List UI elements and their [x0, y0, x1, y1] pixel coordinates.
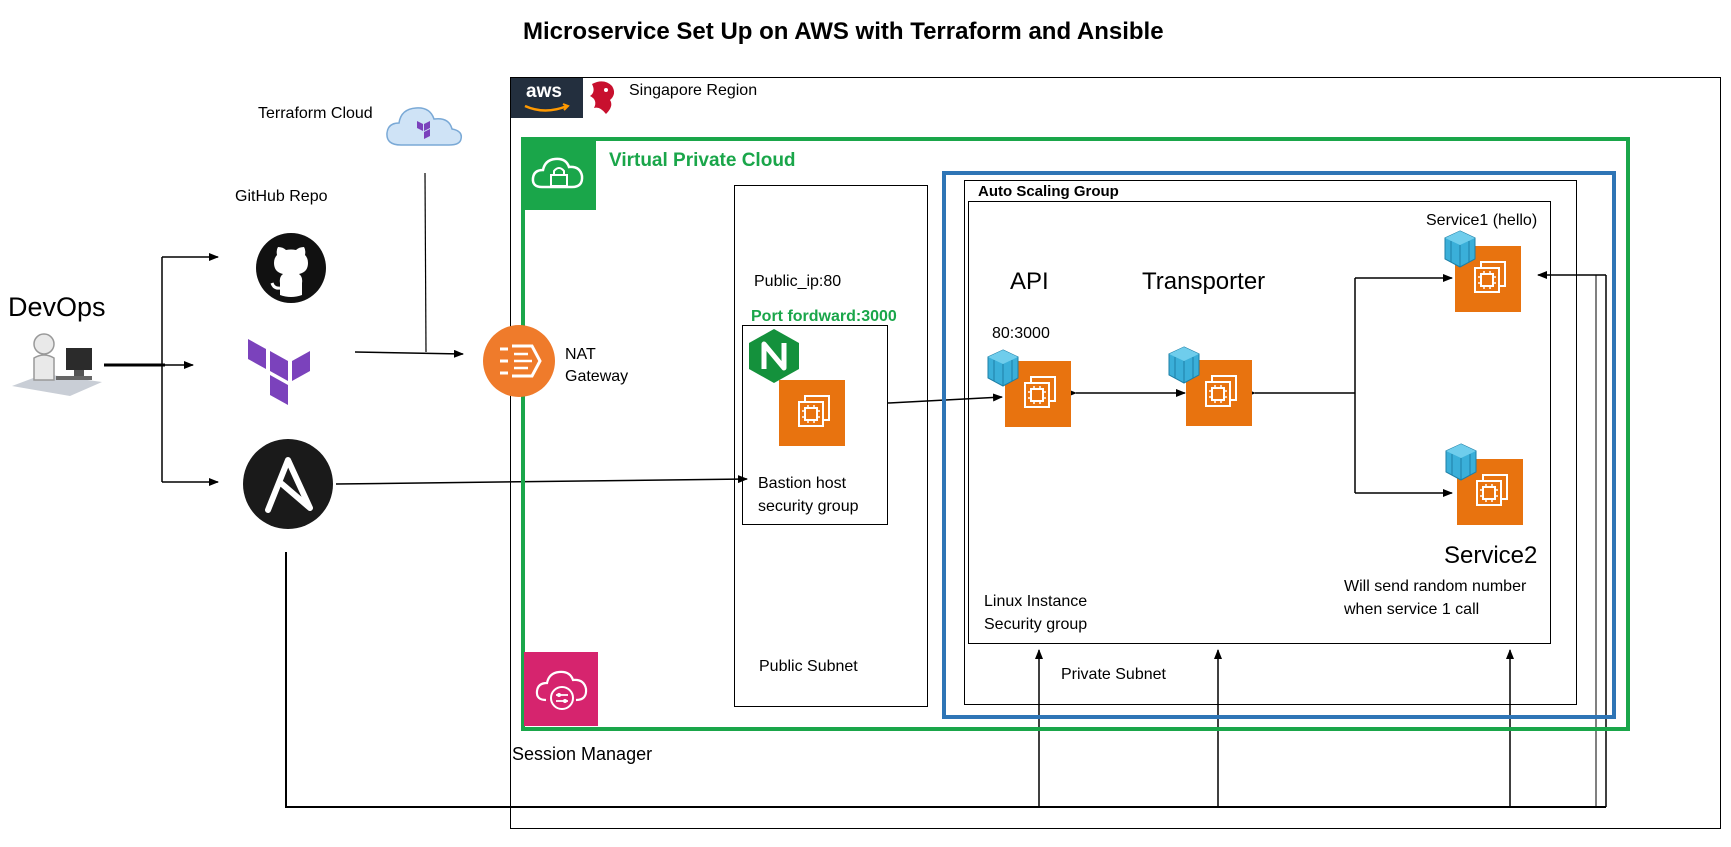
- linux-instance-box: [968, 201, 1551, 644]
- service2-label: Service2: [1444, 542, 1538, 569]
- nat-gateway-label-line1: NAT: [565, 346, 596, 363]
- port-forward-label: Port fordward:3000: [751, 308, 897, 325]
- aws-region-box: [510, 77, 1721, 829]
- arrow-to-nat: [354, 349, 464, 358]
- service1-label: Service1 (hello): [1426, 212, 1538, 229]
- private-subnet-label: Private Subnet: [1061, 666, 1166, 683]
- vpc-box: [521, 137, 1630, 731]
- tfcloud-line: [424, 172, 427, 353]
- cloud-icon: [383, 97, 465, 149]
- github-repo-label: GitHub Repo: [235, 188, 328, 205]
- service1-container-icon: [1443, 229, 1477, 269]
- region-label: Singapore Region: [629, 82, 758, 99]
- devops-label: DevOps: [8, 292, 106, 322]
- api-container-icon: [986, 348, 1020, 388]
- nat-gateway-label-line2: Gateway: [565, 368, 629, 385]
- ansible-icon: [242, 438, 334, 530]
- service2-container-icon: [1444, 442, 1478, 482]
- api-label: API: [1010, 268, 1049, 295]
- transporter-container-icon: [1167, 345, 1201, 385]
- singapore-lion-icon: [586, 78, 618, 116]
- transporter-ec2-icon: [1186, 360, 1252, 426]
- auto-scaling-group-box: [964, 180, 1577, 705]
- bastion-label-line2: security group: [758, 498, 859, 515]
- service2-desc-line2: when service 1 call: [1344, 601, 1480, 618]
- public-subnet-box: [734, 185, 928, 707]
- public-subnet-label: Public Subnet: [759, 658, 858, 675]
- session-manager-icon: [524, 652, 598, 726]
- vpc-label: Virtual Private Cloud: [609, 150, 796, 171]
- arrow-ansible-to-bastion: [335, 475, 748, 485]
- nginx-icon: [746, 327, 802, 385]
- bastion-host-box: [742, 325, 888, 525]
- aws-logo-icon: aws: [511, 78, 583, 118]
- terraform-cloud-label: Terraform Cloud: [258, 105, 373, 122]
- api-port-label: 80:3000: [992, 325, 1050, 342]
- asg-label: Auto Scaling Group: [978, 183, 1119, 200]
- service2-desc-line1: Will send random number: [1344, 578, 1527, 595]
- vpc-lock-icon: [522, 139, 596, 210]
- diagram-title: Microservice Set Up on AWS with Terrafor…: [523, 18, 1164, 45]
- linux-instance-line2: Security group: [984, 616, 1088, 633]
- public-ip-label: Public_ip:80: [754, 273, 842, 290]
- devops-user-icon: [10, 330, 104, 398]
- ec2-instance-icon: [779, 380, 845, 446]
- transporter-label: Transporter: [1142, 268, 1266, 295]
- session-manager-label: Session Manager: [512, 744, 653, 764]
- github-icon: [256, 233, 326, 303]
- bastion-label-line1: Bastion host: [758, 475, 847, 492]
- terraform-icon: [246, 337, 316, 411]
- linux-instance-line1: Linux Instance: [984, 593, 1088, 610]
- nat-gateway-icon: [482, 324, 556, 398]
- private-subnet-box: [942, 171, 1616, 719]
